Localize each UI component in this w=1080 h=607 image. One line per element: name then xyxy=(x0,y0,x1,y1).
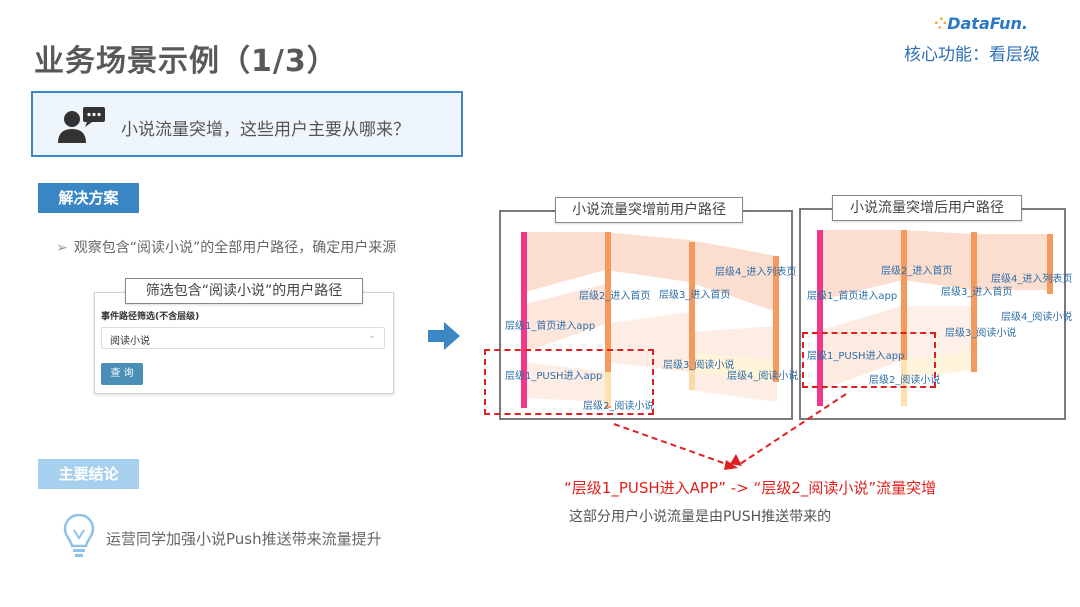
before-layer2-bar xyxy=(605,232,611,408)
question-text: 小说流量突增，这些用户主要从哪来？ xyxy=(121,120,410,140)
before-path-panel: 层级1_首页进入app 层级1_PUSH进入app 层级2_进入首页 层级2_阅… xyxy=(499,210,798,420)
logo-dots-icon: ⁘ xyxy=(933,14,948,33)
before-label-l3-read: 层级3_阅读小说 xyxy=(663,360,735,371)
solution-bullet: ➢观察包含“阅读小说”的全部用户路径，确定用户来源 xyxy=(56,240,397,256)
chevron-down-icon: ⌄ xyxy=(367,330,376,341)
finding-explain: 这部分用户小说流量是由PUSH推送带来的 xyxy=(569,509,832,525)
after-layer1-bar xyxy=(817,230,823,406)
datafun-logo: ⁘DataFun. xyxy=(933,14,1028,33)
after-label-l2-home: 层级2_进入首页 xyxy=(881,266,953,277)
after-layer4-bar xyxy=(1047,234,1053,294)
finding-highlight: “层级1_PUSH进入APP” -> “层级2_阅读小说”流量突增 xyxy=(564,479,937,497)
filter-tag: 筛选包含“阅读小说”的用户路径 xyxy=(125,278,363,304)
after-label-l3-home: 层级3_进入首页 xyxy=(941,287,1013,298)
before-layer4-bar xyxy=(773,256,779,382)
after-sankey-diagram xyxy=(817,230,1053,406)
before-label-l4-read: 层级4_阅读小说 xyxy=(727,371,799,382)
before-highlight-box xyxy=(484,349,654,415)
after-layer3-bar xyxy=(971,232,977,372)
core-function-label: 核心功能：看层级 xyxy=(904,45,1040,65)
arrow-bullet-icon: ➢ xyxy=(56,240,68,256)
before-sankey-diagram xyxy=(521,232,779,408)
after-label-l2-read: 层级2_阅读小说 xyxy=(869,375,941,386)
after-layer2-bar xyxy=(901,230,907,380)
before-layer3-bar xyxy=(689,242,695,388)
before-label-l3-home: 层级3_进入首页 xyxy=(659,290,731,301)
conclusion-text: 运营同学加强小说Push推送带来流量提升 xyxy=(106,530,382,548)
filter-panel: 事件路径筛选(不含层级) 阅读小说 ⌄ 查 询 xyxy=(94,292,394,394)
before-label-l4-list: 层级4_进入列表页 xyxy=(715,267,797,278)
query-button[interactable]: 查 询 xyxy=(101,363,143,385)
before-label-l1-home: 层级1_首页进入app xyxy=(505,321,596,332)
filter-label: 事件路径筛选(不含层级) xyxy=(101,312,200,322)
right-arrow-icon xyxy=(428,322,460,350)
before-layer1-bar xyxy=(521,232,527,408)
user-chat-icon xyxy=(58,107,105,143)
lightbulb-icon xyxy=(63,513,95,557)
filter-select-value: 阅读小说 xyxy=(110,336,150,347)
after-highlight-box xyxy=(802,332,936,388)
after-label-l1-push: 层级1_PUSH进入app xyxy=(807,351,905,362)
question-box: 小说流量突增，这些用户主要从哪来？ xyxy=(31,91,463,157)
after-label-l4-list: 层级4_进入列表页 xyxy=(991,274,1073,285)
after-label-l3-read: 层级3_阅读小说 xyxy=(945,328,1017,339)
after-label-l4-read: 层级4_阅读小说 xyxy=(1001,312,1073,323)
converge-arrows-icon xyxy=(613,393,847,470)
solution-heading: 解决方案 xyxy=(38,183,139,213)
before-panel-title: 小说流量突增前用户路径 xyxy=(555,197,743,223)
after-panel-title: 小说流量突增后用户路径 xyxy=(832,195,1022,221)
before-label-l1-push: 层级1_PUSH进入app xyxy=(505,371,603,382)
filter-select[interactable]: 阅读小说 ⌄ xyxy=(101,327,385,349)
after-label-l1-home: 层级1_首页进入app xyxy=(807,291,898,302)
page-title: 业务场景示例（1/3） xyxy=(34,44,338,79)
before-label-l2-home: 层级2_进入首页 xyxy=(579,291,651,302)
conclusion-heading: 主要结论 xyxy=(38,459,139,489)
after-path-panel: 层级1_首页进入app 层级1_PUSH进入app 层级2_进入首页 层级2_阅… xyxy=(799,208,1072,420)
before-label-l2-read: 层级2_阅读小说 xyxy=(583,401,655,412)
